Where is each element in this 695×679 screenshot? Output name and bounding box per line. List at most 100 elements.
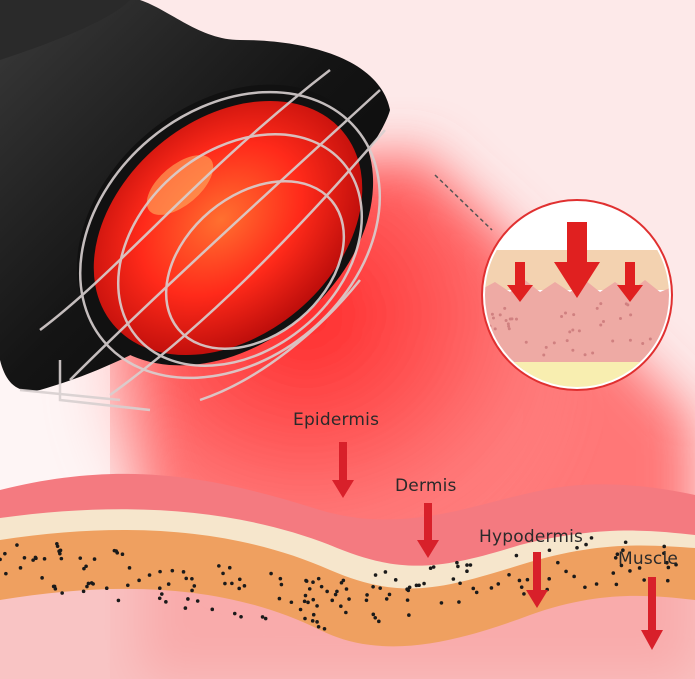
fat-dot (186, 597, 190, 601)
fat-dot (31, 558, 35, 562)
fat-dot (114, 549, 118, 553)
fat-dot (621, 548, 625, 553)
arrow-down-icon (554, 222, 600, 298)
fat-dot (311, 597, 316, 602)
cell-dot (626, 303, 630, 307)
fat-dot (210, 607, 215, 612)
fat-dot (92, 557, 97, 561)
fat-dot (303, 616, 307, 621)
lamp (0, 0, 390, 412)
fat-dot (455, 560, 459, 565)
fat-dot (237, 577, 242, 582)
fat-dot (666, 565, 671, 570)
fat-dots (0, 536, 678, 631)
arrow-down-icon (507, 262, 533, 302)
fat-dot (89, 581, 94, 585)
fat-dot (166, 582, 171, 586)
muscle-arrow-icon (641, 577, 663, 650)
label-epidermis: Epidermis (293, 410, 380, 430)
fat-dot (583, 585, 587, 590)
cell-dot (507, 324, 511, 328)
cell-dot (524, 340, 528, 344)
fat-dot (556, 560, 560, 565)
pointer-line (434, 174, 493, 231)
fat-dot (85, 584, 89, 589)
fat-dot (160, 592, 164, 596)
cell-dot (568, 330, 572, 334)
cell-dot (572, 313, 576, 317)
fat-dot (451, 577, 456, 581)
fat-dot (126, 583, 130, 588)
fat-dot (373, 615, 378, 620)
cell-dot (514, 317, 518, 321)
fat-dot (439, 601, 444, 605)
cell-dot (552, 341, 556, 345)
fat-dot (637, 566, 642, 570)
cell-dot (618, 317, 622, 321)
fat-dot (195, 599, 200, 603)
fat-dot (33, 555, 38, 560)
fat-dot (18, 566, 23, 570)
fat-dot (456, 564, 460, 569)
fat-dot (164, 600, 168, 604)
fat-dot (594, 582, 599, 586)
fat-dot (322, 626, 327, 631)
fat-dot (311, 612, 316, 617)
fat-dot (51, 584, 56, 589)
fat-dot (589, 536, 594, 540)
wire-cage (19, 69, 386, 412)
fat-dot (260, 615, 265, 619)
cell-dot (595, 306, 599, 310)
fat-dot (384, 597, 389, 601)
label-muscle: Muscle (618, 549, 679, 569)
fat-dot (613, 555, 618, 560)
cell-dot (544, 345, 548, 349)
fat-dot (339, 604, 343, 609)
fat-dot (181, 570, 186, 574)
fat-dot (507, 572, 511, 577)
fat-dot (310, 619, 315, 623)
fat-dot (431, 565, 436, 569)
fat-dot (371, 584, 375, 589)
fat-dot (183, 606, 188, 610)
fat-dot (279, 582, 284, 587)
fat-dot (289, 600, 294, 605)
fat-dot (104, 586, 109, 590)
fat-dot (414, 583, 419, 588)
fat-dot (619, 563, 624, 568)
fat-dot (465, 563, 469, 567)
fat-dot (158, 569, 162, 574)
fat-dot (223, 581, 227, 586)
fat-dot (457, 600, 461, 604)
fat-dot (277, 596, 282, 601)
fat-dot (344, 587, 349, 591)
fat-dot (519, 585, 524, 589)
fat-dot (584, 542, 588, 547)
fat-dot (22, 555, 27, 560)
cell-dot (491, 316, 495, 320)
fat-dot (489, 586, 494, 590)
fat-dot (60, 591, 64, 595)
fat-dot (417, 583, 421, 588)
fat-dot (665, 578, 670, 583)
fat-dot (628, 569, 632, 573)
fat-dot (230, 581, 234, 586)
fat-dot (468, 563, 473, 567)
fat-dot (311, 580, 315, 584)
cell-dot (628, 338, 632, 342)
fat-dot (120, 552, 125, 557)
fat-dot (239, 614, 243, 619)
fat-dot (302, 599, 307, 604)
fat-dot (344, 610, 348, 615)
dermis-layer (0, 502, 695, 589)
cell-dot (599, 323, 603, 327)
fat-dot (78, 556, 83, 560)
dermis-arrow-icon (417, 503, 439, 558)
fat-dot (227, 565, 232, 570)
arrow-down-icon (617, 262, 643, 302)
fat-dot (365, 593, 369, 597)
cell-dot (591, 351, 595, 355)
fat-dot (517, 578, 522, 583)
fat-dot (339, 580, 344, 585)
